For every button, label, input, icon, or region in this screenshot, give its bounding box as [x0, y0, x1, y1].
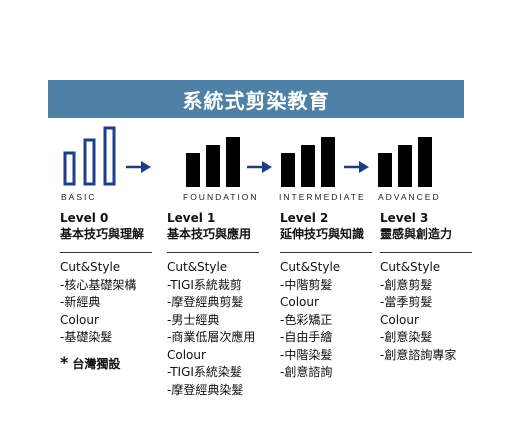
level-1-column: Level 1 基本技巧與應用 Cut&Style -TIGI系統裁剪 -摩登經… [167, 210, 259, 399]
list-item: -創意染髮 [380, 330, 433, 344]
level-title: Level 0 [60, 211, 109, 225]
list-item: Cut&Style [60, 260, 121, 274]
list-item: -創意諮詢專家 [380, 347, 457, 362]
note-text: 台灣獨設 [72, 356, 121, 371]
list-item: Cut&Style [167, 260, 228, 274]
list-item: -商業低層次應用 [167, 330, 256, 344]
list-item: -中階剪髮 [280, 277, 333, 292]
list-item: -創意剪髮 [380, 277, 433, 292]
divider [280, 252, 372, 253]
list-item: Colour [60, 312, 99, 327]
list-item: -男士經典 [167, 312, 220, 327]
level-title: Level 2 [280, 211, 329, 225]
list-item: -自由手繪 [280, 330, 333, 344]
list-item: Cut&Style [380, 260, 441, 274]
level-icon-row: BASIC FOUNDATION INTERMEDIATE ADVANCED [0, 0, 529, 210]
list-item: Colour [380, 312, 419, 327]
asterisk-icon: * [60, 353, 69, 372]
list-item: -中階染髮 [280, 347, 333, 362]
level-label-intermediate: INTERMEDIATE [279, 192, 366, 202]
course-list: Cut&Style -核心基礎架構 -新經典 Colour -基礎染髮 [60, 259, 152, 347]
page-title: 系統式剪染教育 [182, 88, 330, 113]
list-item: -摩登經典剪髮 [167, 295, 244, 309]
level-label-advanced: ADVANCED [378, 192, 441, 202]
title-banner: 系統式剪染教育 [48, 80, 464, 118]
course-list: Cut&Style -創意剪髮 -當季剪髮 Colour -創意染髮 -創意諮詢… [380, 259, 472, 364]
level-3-column: Level 3 靈感與創造力 Cut&Style -創意剪髮 -當季剪髮 Col… [380, 210, 472, 364]
divider [380, 252, 472, 253]
divider [60, 252, 152, 253]
list-item: -創意諮詢 [280, 365, 333, 379]
outline-bars-icon [63, 126, 116, 186]
arrow-right-icon [126, 161, 151, 173]
course-list: Cut&Style -中階剪髮 Colour -色彩矯正 -自由手繪 -中階染髮… [280, 259, 372, 382]
bars-icon [186, 137, 240, 187]
list-item: -色彩矯正 [280, 312, 333, 327]
level-label-foundation: FOUNDATION [183, 192, 259, 202]
level-2-column: Level 2 延伸技巧與知識 Cut&Style -中階剪髮 Colour -… [280, 210, 372, 382]
level-subtitle: 靈感與創造力 [380, 227, 453, 241]
list-item: Colour [167, 347, 206, 362]
divider [167, 252, 259, 253]
level-label-basic: BASIC [61, 192, 97, 202]
level-subtitle: 基本技巧與應用 [167, 227, 252, 241]
arrow-right-icon [247, 161, 272, 173]
list-item: -TIGI系統染髮 [167, 365, 242, 379]
taiwan-exclusive-note: * 台灣獨設 [60, 355, 152, 372]
list-item: -基礎染髮 [60, 330, 113, 344]
bars-icon [281, 137, 335, 187]
level-subtitle: 延伸技巧與知識 [280, 227, 365, 241]
list-item: Cut&Style [280, 260, 341, 274]
course-list: Cut&Style -TIGI系統裁剪 -摩登經典剪髮 -男士經典 -商業低層次… [167, 259, 259, 399]
level-0-column: Level 0 基本技巧與理解 Cut&Style -核心基礎架構 -新經典 C… [60, 210, 152, 372]
list-item: -摩登經典染髮 [167, 382, 244, 397]
level-title: Level 1 [167, 211, 216, 225]
list-item: Colour [280, 295, 319, 309]
level-subtitle: 基本技巧與理解 [60, 227, 145, 241]
list-item: -TIGI系統裁剪 [167, 277, 242, 292]
list-item: -核心基礎架構 [60, 277, 137, 292]
arrow-right-icon [344, 161, 369, 173]
level-title: Level 3 [380, 211, 429, 225]
list-item: -新經典 [60, 295, 101, 309]
bars-icon [378, 137, 432, 187]
list-item: -當季剪髮 [380, 295, 433, 309]
